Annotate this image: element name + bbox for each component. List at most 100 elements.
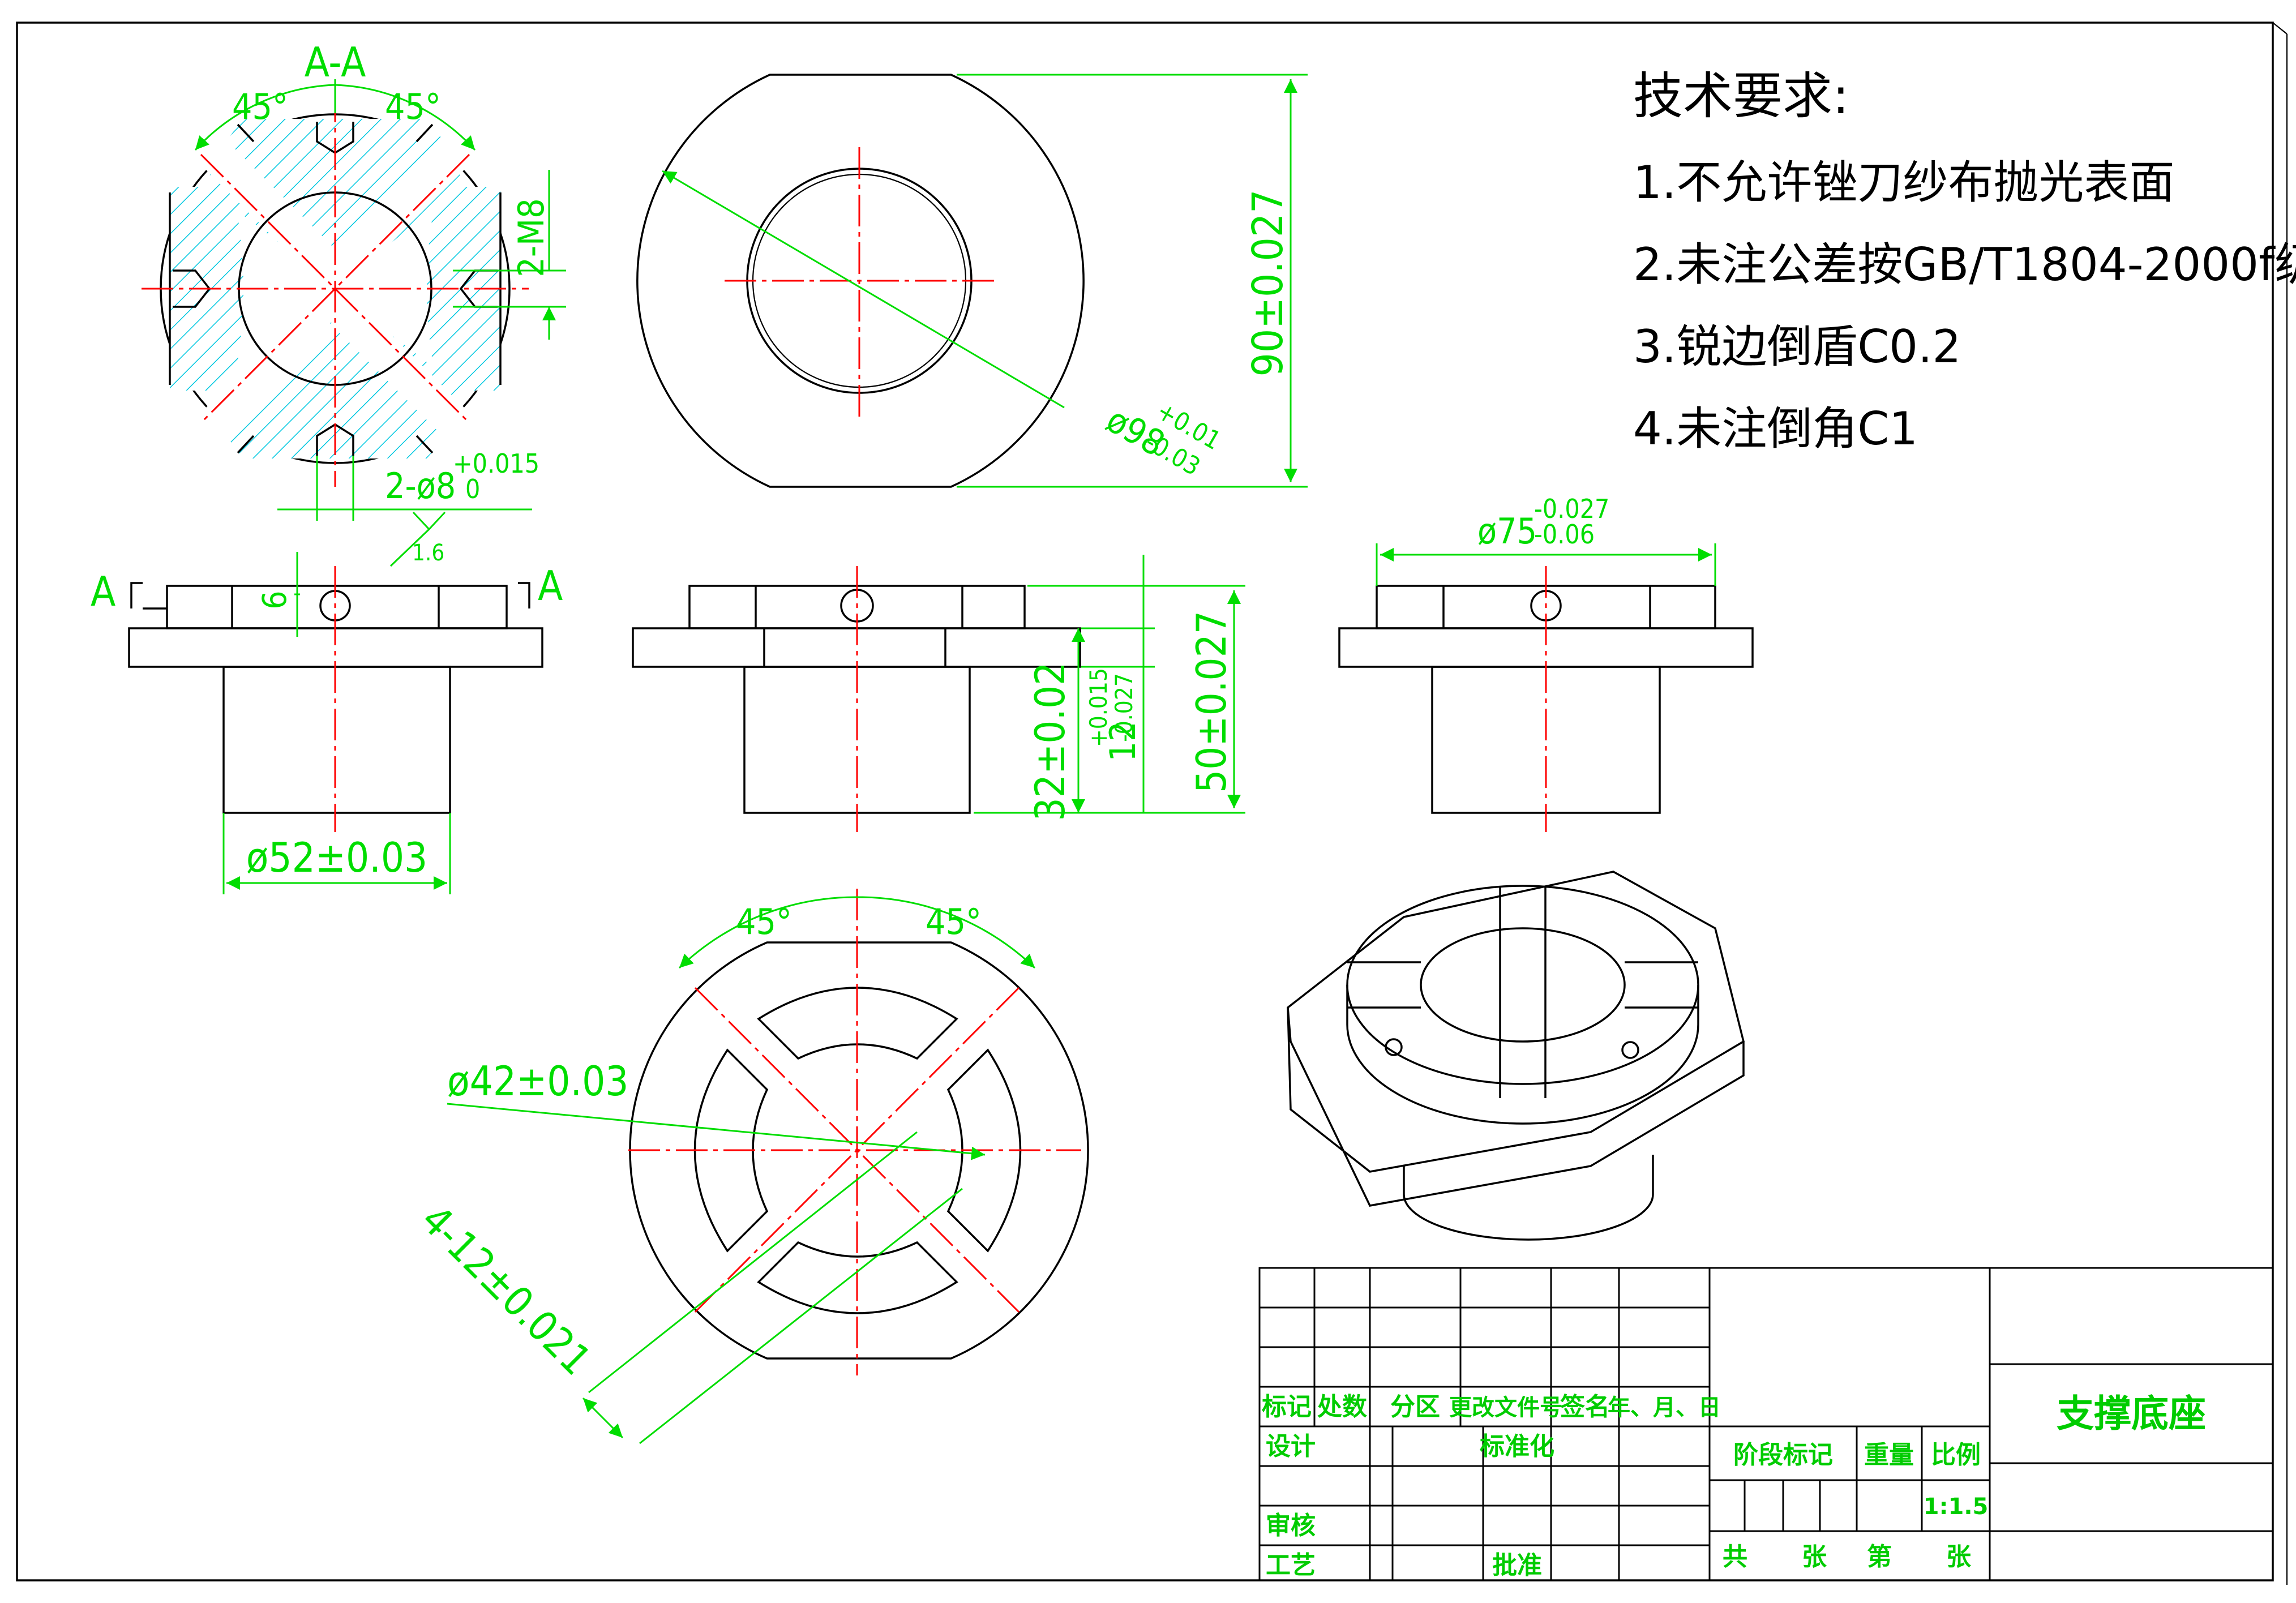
note-3: 3.锐边倒盾C0.2 <box>1633 320 1961 373</box>
h12-dim: 12 <box>1102 722 1143 762</box>
slot-edges <box>237 123 434 454</box>
angle-label-right: 45° <box>385 86 441 127</box>
slot-nw <box>185 123 335 274</box>
frame-edge <box>2272 22 2288 35</box>
iso-hole-right <box>1621 1041 1639 1059</box>
bottom-slot-bottom <box>757 1241 958 1314</box>
iso-boss-side <box>1346 985 1699 1125</box>
tb-header-count: 处数 <box>1317 1392 1367 1421</box>
outer-dia-line <box>662 170 1065 409</box>
roughness-value: 1.6 <box>412 540 444 566</box>
technical-notes: 技术要求: 1.不允许锉刀纱布抛光表面 2.未注公差按GB/T1804-2000… <box>1633 67 2296 455</box>
slot-ext2 <box>639 1188 963 1445</box>
iso-boss-top <box>1346 885 1699 1085</box>
tb-scale-value: 1:1.5 <box>1924 1494 1989 1520</box>
iso-boss-bore <box>1420 927 1626 1043</box>
end-view: ø75 -0.027 -0.06 <box>1338 494 1754 832</box>
tb-process: 工艺 <box>1266 1551 1316 1580</box>
bottom-outer-profile <box>629 941 1089 1360</box>
title-block-border <box>1258 1267 2274 1581</box>
shank <box>222 666 451 814</box>
slot-sw <box>185 303 335 454</box>
front-section-view: A A 6 ø52±0.03 <box>91 552 563 894</box>
tb-design: 设计 <box>1266 1432 1316 1461</box>
bottom-slot-top <box>757 987 958 1060</box>
tb-number: 第 <box>1867 1542 1892 1571</box>
slot-ne <box>335 123 486 274</box>
iso-flange-top <box>1287 871 1745 1173</box>
section-mark-left <box>130 582 143 608</box>
drawing-frame <box>16 22 2274 1581</box>
slot-se <box>335 303 486 454</box>
tb-header-mark: 标记 <box>1262 1392 1312 1421</box>
tb-standard: 标准化 <box>1480 1432 1554 1461</box>
iso-hole-left <box>1385 1038 1403 1056</box>
d75-tol-lo: -0.06 <box>1534 519 1595 550</box>
d42-leader <box>447 1103 986 1160</box>
notes-title: 技术要求: <box>1633 67 1849 125</box>
iso-slot-vertical <box>1499 886 1547 1098</box>
title-block: 标记 处数 分区 更改文件号 签名 年、月、日 设计 标准化 审核 工艺 批准 … <box>1258 1267 2274 1581</box>
slot-dim-line <box>582 1397 624 1439</box>
section-title: A-A <box>305 38 366 86</box>
h12-tol-up: +0.015 <box>1085 668 1112 747</box>
bottom-slot-right <box>946 1048 1022 1253</box>
bottom-angle-left: 45° <box>736 901 792 942</box>
d75-dim: ø75 <box>1477 511 1537 552</box>
tb-sheets: 张 <box>1802 1542 1827 1571</box>
tb-weight: 重量 <box>1864 1441 1914 1469</box>
d42-dim: ø42±0.03 <box>447 1057 628 1105</box>
tb-approve: 批准 <box>1492 1551 1542 1580</box>
bottom-center-d2 <box>694 987 1020 1313</box>
bottom-view: 45° 45° ø42±0.03 4-12±0.021 <box>412 889 1089 1445</box>
note-4: 4.未注倒角C1 <box>1633 402 1918 455</box>
outer-profile <box>636 74 1085 488</box>
tb-review: 审核 <box>1266 1511 1316 1540</box>
boss-body <box>166 585 508 629</box>
note-1: 1.不允许锉刀纱布抛光表面 <box>1633 156 2174 209</box>
note-2: 2.未注公差按GB/T1804-2000f级 <box>1633 238 2296 291</box>
section-mark-a-left: A <box>91 568 115 615</box>
top-view: ø98 +0.01 -0.03 90±0.027 <box>636 74 1308 488</box>
tb-part-name: 支撑底座 <box>2057 1392 2206 1435</box>
section-view-a-a: 45° 45° A-A 2-M8 2-ø8 +0.015 0 1.6 <box>142 38 566 567</box>
tb-scale-label: 比例 <box>1931 1441 1981 1469</box>
side-view: 32±0.02 12 +0.015 -0.027 50±0.027 <box>632 555 1245 832</box>
iso-shank <box>1403 1155 1654 1241</box>
bottom-angle-arc <box>678 896 1036 969</box>
bottom-angle-right: 45° <box>926 901 982 942</box>
thread-dim: 2-M8 <box>511 198 552 277</box>
d75-tol-up: -0.027 <box>1534 494 1609 524</box>
tb-header-zone: 分区 <box>1390 1392 1440 1421</box>
hatch-right <box>427 187 500 391</box>
slot-dim: 4-12±0.021 <box>412 1196 601 1385</box>
angle-label-left: 45° <box>232 86 288 127</box>
hole-dim: 2-ø8 <box>385 465 456 507</box>
tb-total: 共 <box>1723 1542 1747 1571</box>
width-dim: 90±0.027 <box>1244 189 1292 376</box>
h32-dim: 32±0.02 <box>1026 662 1074 821</box>
section-mark-a-right: A <box>538 562 563 610</box>
slot-ext1 <box>588 1131 918 1394</box>
tb-header-sign: 签名 <box>1560 1392 1610 1421</box>
center-line-d1 <box>200 153 470 424</box>
iso-slot-horizontal <box>1347 961 1698 1009</box>
iso-flange-side <box>1287 1007 1745 1207</box>
center-line-d2 <box>200 153 470 424</box>
tb-sheets2: 张 <box>1946 1542 1971 1571</box>
isometric-view <box>1287 871 1745 1241</box>
section-mark-right <box>518 582 530 608</box>
six-dim: 6 <box>255 590 294 609</box>
bottom-slot-left <box>693 1048 769 1253</box>
d52-dim: ø52±0.03 <box>246 834 427 881</box>
h50-dim: 50±0.027 <box>1188 611 1235 793</box>
tb-header-doc: 更改文件号 <box>1449 1395 1562 1421</box>
roughness-symbol <box>389 511 446 567</box>
hole-tol-lo: 0 <box>465 474 480 504</box>
h12-tol-lo: -0.027 <box>1110 673 1138 742</box>
tb-stage: 阶段标记 <box>1733 1441 1833 1469</box>
hole-tol-up: +0.015 <box>453 448 539 479</box>
tb-header-date: 年、月、日 <box>1608 1395 1721 1421</box>
